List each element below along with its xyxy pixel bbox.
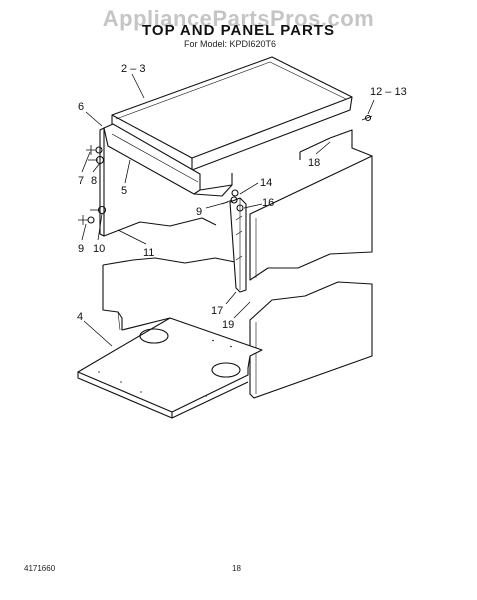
callout-5: 5 (121, 185, 127, 197)
right-side-panel (249, 129, 373, 399)
callout-8: 8 (91, 175, 97, 187)
callout-19: 19 (222, 319, 234, 331)
right-screws (221, 114, 373, 212)
page-number: 18 (232, 564, 241, 573)
callout-6: 6 (78, 101, 84, 113)
callout-17: 17 (211, 305, 223, 317)
callout-11: 11 (143, 247, 154, 259)
callout-16: 16 (262, 197, 274, 209)
watermark: AppliancePartsPros.com (102, 6, 375, 31)
document-number: 4171660 (24, 564, 56, 573)
callout-labels: 2 – 3 12 – 13 6 7 8 5 18 14 9 16 9 10 11… (77, 63, 407, 331)
base-pan (77, 317, 263, 419)
callout-4: 4 (77, 311, 83, 323)
page-title: TOP AND PANEL PARTS (142, 22, 335, 39)
model-subtitle: For Model: KPDI620T6 (183, 39, 277, 49)
callout-18: 18 (308, 157, 320, 169)
callout-10: 10 (93, 243, 105, 255)
callout-leaders (81, 73, 375, 347)
callout-14: 14 (260, 177, 272, 189)
left-screws (78, 145, 107, 225)
left-side-panel (99, 127, 241, 331)
callout-9-left: 9 (78, 243, 84, 255)
callout-7: 7 (78, 175, 84, 187)
front-rail (103, 123, 233, 197)
rear-vertical-rail (229, 197, 247, 293)
callout-2-3: 2 – 3 (121, 63, 145, 75)
callout-12-13: 12 – 13 (370, 86, 407, 98)
callout-9-right: 9 (196, 206, 202, 218)
